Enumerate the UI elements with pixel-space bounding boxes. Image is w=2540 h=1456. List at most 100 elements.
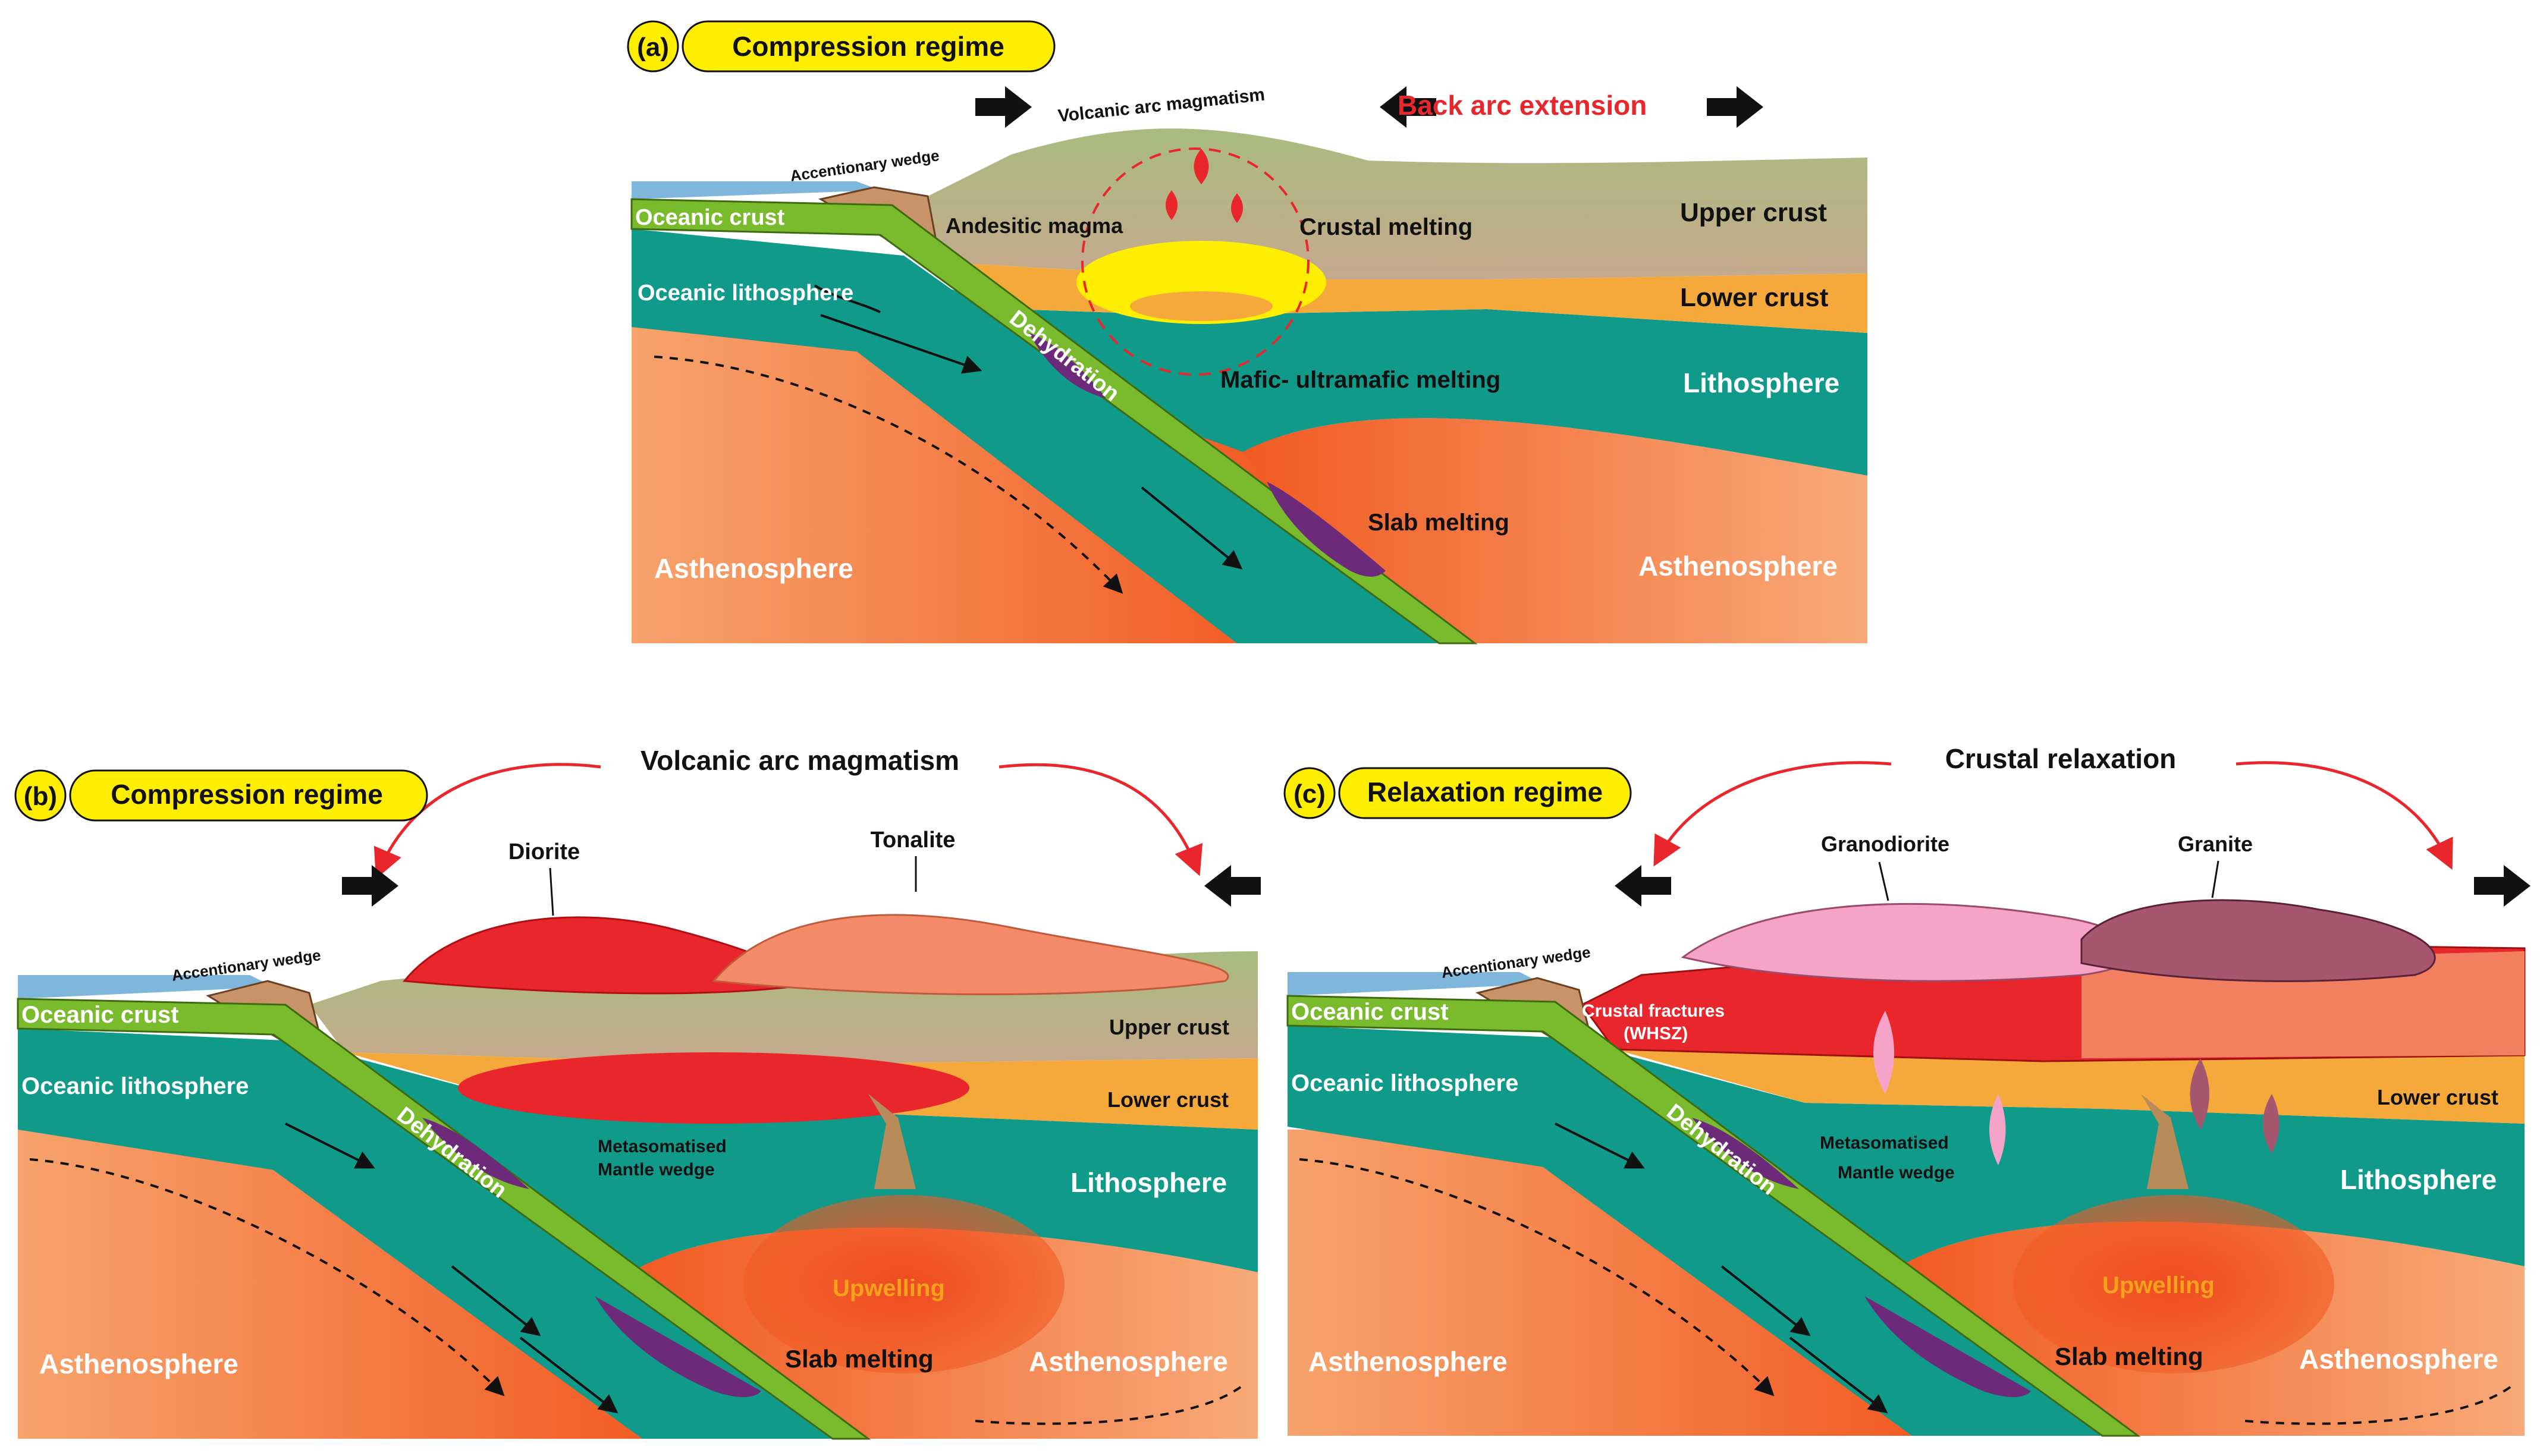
panel-b-letter-badge (14, 769, 67, 822)
melt-pool (1130, 291, 1273, 321)
asthenosphere-left-label: Asthenosphere (39, 1348, 238, 1379)
granodiorite-drop (1873, 1011, 1894, 1094)
upper-crust-label: Upper crust (1680, 198, 1827, 227)
slab-arrow (1720, 1265, 1811, 1336)
lower-crust-label: Lower crust (1680, 283, 1829, 312)
asthenosphere-left-label: Asthenosphere (1308, 1346, 1508, 1377)
granodiorite-label: Granodiorite (1821, 832, 1949, 856)
slab-melt-upper (422, 1118, 529, 1189)
oceanic-lithosphere-label: Oceanic lithosphere (21, 1073, 249, 1099)
mantle-flow-arrow (1299, 1158, 1775, 1397)
red-arrow-right (2236, 761, 2453, 870)
granodiorite-leader (1878, 861, 1889, 901)
andesitic-magma-label: Andesitic magma (946, 213, 1123, 238)
oceanic-crust-band (630, 198, 1478, 644)
slab-melt (1267, 482, 1386, 577)
ocean (632, 181, 880, 199)
granodiorite-body (1681, 902, 2136, 982)
panel-c-letter-badge (1283, 767, 1336, 819)
panel-b: (b) Compression regime Volcanic arc magm… (14, 745, 1261, 1440)
upwelling-zone (743, 1195, 1065, 1373)
mantle-wedge-label: Mantle wedge (598, 1160, 715, 1180)
compression-arrow (975, 86, 1032, 128)
mantle-flow-arrow (654, 356, 1123, 594)
panel-a-regime: Compression regime (732, 31, 1004, 62)
panel-c-letter: (c) (1293, 779, 1326, 809)
magma-chamber (458, 1052, 969, 1124)
panel-b-regime: Compression regime (111, 779, 383, 810)
ocean (18, 975, 274, 999)
return-flow-arrow (975, 1384, 1244, 1425)
panel-a: (a) Compression regime Volcanic arc magm… (627, 20, 1867, 644)
panel-a-regime-badge (682, 20, 1056, 73)
whsz-label: (WHSZ) (1624, 1024, 1688, 1043)
return-flow-arrow (2244, 1384, 2514, 1425)
lithosphere-label: Lithosphere (1070, 1167, 1227, 1198)
oceanic-crust-band (17, 998, 871, 1440)
asthenosphere-left-label: Asthenosphere (654, 553, 853, 584)
slab-melt-upper (1029, 333, 1106, 398)
slab-melt-upper (1692, 1118, 1799, 1189)
diorite-label: Diorite (508, 839, 580, 864)
asthenosphere-right-label: Asthenosphere (1029, 1346, 1228, 1377)
slab-melt (595, 1296, 761, 1397)
lithosphere-label: Lithosphere (2340, 1164, 2497, 1195)
upwelling-zone (2013, 1195, 2334, 1373)
extension-arrow-right (2474, 865, 2530, 907)
granite-label: Granite (2178, 832, 2253, 856)
oceanic-crust-label: Oceanic crust (21, 1002, 179, 1028)
red-arrow-right (999, 763, 1203, 876)
oceanic-lithosphere-label: Oceanic lithosphere (1291, 1070, 1518, 1096)
red-arrow-left (1653, 761, 1892, 867)
extension-arrow-left (1615, 865, 1671, 907)
tonalite-label: Tonalite (871, 828, 956, 853)
crustal-fractures-label: Crustal fractures (1582, 1001, 1725, 1021)
volcanic-arc-label: Volcanic arc magmatism (1057, 85, 1266, 126)
granite-body (2080, 899, 2436, 982)
feeder-conduit (868, 1094, 916, 1189)
upper-crust-label: Upper crust (1109, 1015, 1229, 1039)
magma-drop (1194, 149, 1209, 184)
slab-arrow (285, 1122, 375, 1169)
panel-b-letter: (b) (24, 782, 57, 811)
upwelling-label: Upwelling (833, 1275, 945, 1301)
compression-arrow-left (342, 865, 398, 907)
panel-c-regime: Relaxation regime (1367, 776, 1603, 807)
slab-melting-label: Slab melting (2055, 1342, 2203, 1370)
mantle-flow-arrow (29, 1158, 505, 1397)
ocean (1288, 972, 1543, 996)
oceanic-lithosphere-label: Oceanic lithosphere (638, 281, 853, 306)
compression-arrow-right (1204, 865, 1261, 907)
panel-c-title: Crustal relaxation (1945, 743, 2177, 774)
panel-a-letter-badge (627, 20, 679, 73)
slab-melt (1864, 1296, 2031, 1397)
granite-leader (2211, 860, 2219, 898)
lower-crust-label: Lower crust (1107, 1087, 1229, 1112)
accretionary-wedge-label: Accentionary wedge (789, 146, 941, 185)
back-arc-label: Back arc extension (1398, 90, 1647, 121)
panel-c-regime-badge (1338, 767, 1632, 819)
upwelling-label: Upwelling (2102, 1272, 2215, 1298)
panel-b-regime-badge (69, 769, 428, 822)
feeder-conduit (2141, 1094, 2189, 1189)
metasomatised-label: Metasomatised (598, 1137, 727, 1156)
oceanic-crust-label: Oceanic crust (1291, 999, 1449, 1025)
panel-c: (c) Relaxation regime Crustal relaxation… (1283, 743, 2530, 1437)
oceanic-lithosphere-slab (632, 229, 1451, 643)
lithosphere-label: Lithosphere (1683, 367, 1839, 398)
panel-b-title: Volcanic arc magmatism (641, 745, 959, 776)
metasomatised-label: Metasomatised (1820, 1133, 1949, 1153)
extension-arrow-right (1707, 86, 1763, 128)
lower-crust-label: Lower crust (2377, 1085, 2498, 1109)
slab-arrow (1555, 1122, 1645, 1169)
granodiorite-drop (1989, 1094, 2006, 1165)
crustal-melting-label: Crustal melting (1299, 214, 1472, 240)
panel-a-letter: (a) (637, 33, 669, 62)
diorite-leader (549, 867, 554, 916)
mantle-wedge-label: Mantle wedge (1838, 1163, 1955, 1183)
granite-drop (2263, 1094, 2280, 1153)
slab-arrow (519, 1336, 618, 1414)
upper-crust-region (916, 128, 1867, 279)
granite-drop (2190, 1058, 2209, 1130)
